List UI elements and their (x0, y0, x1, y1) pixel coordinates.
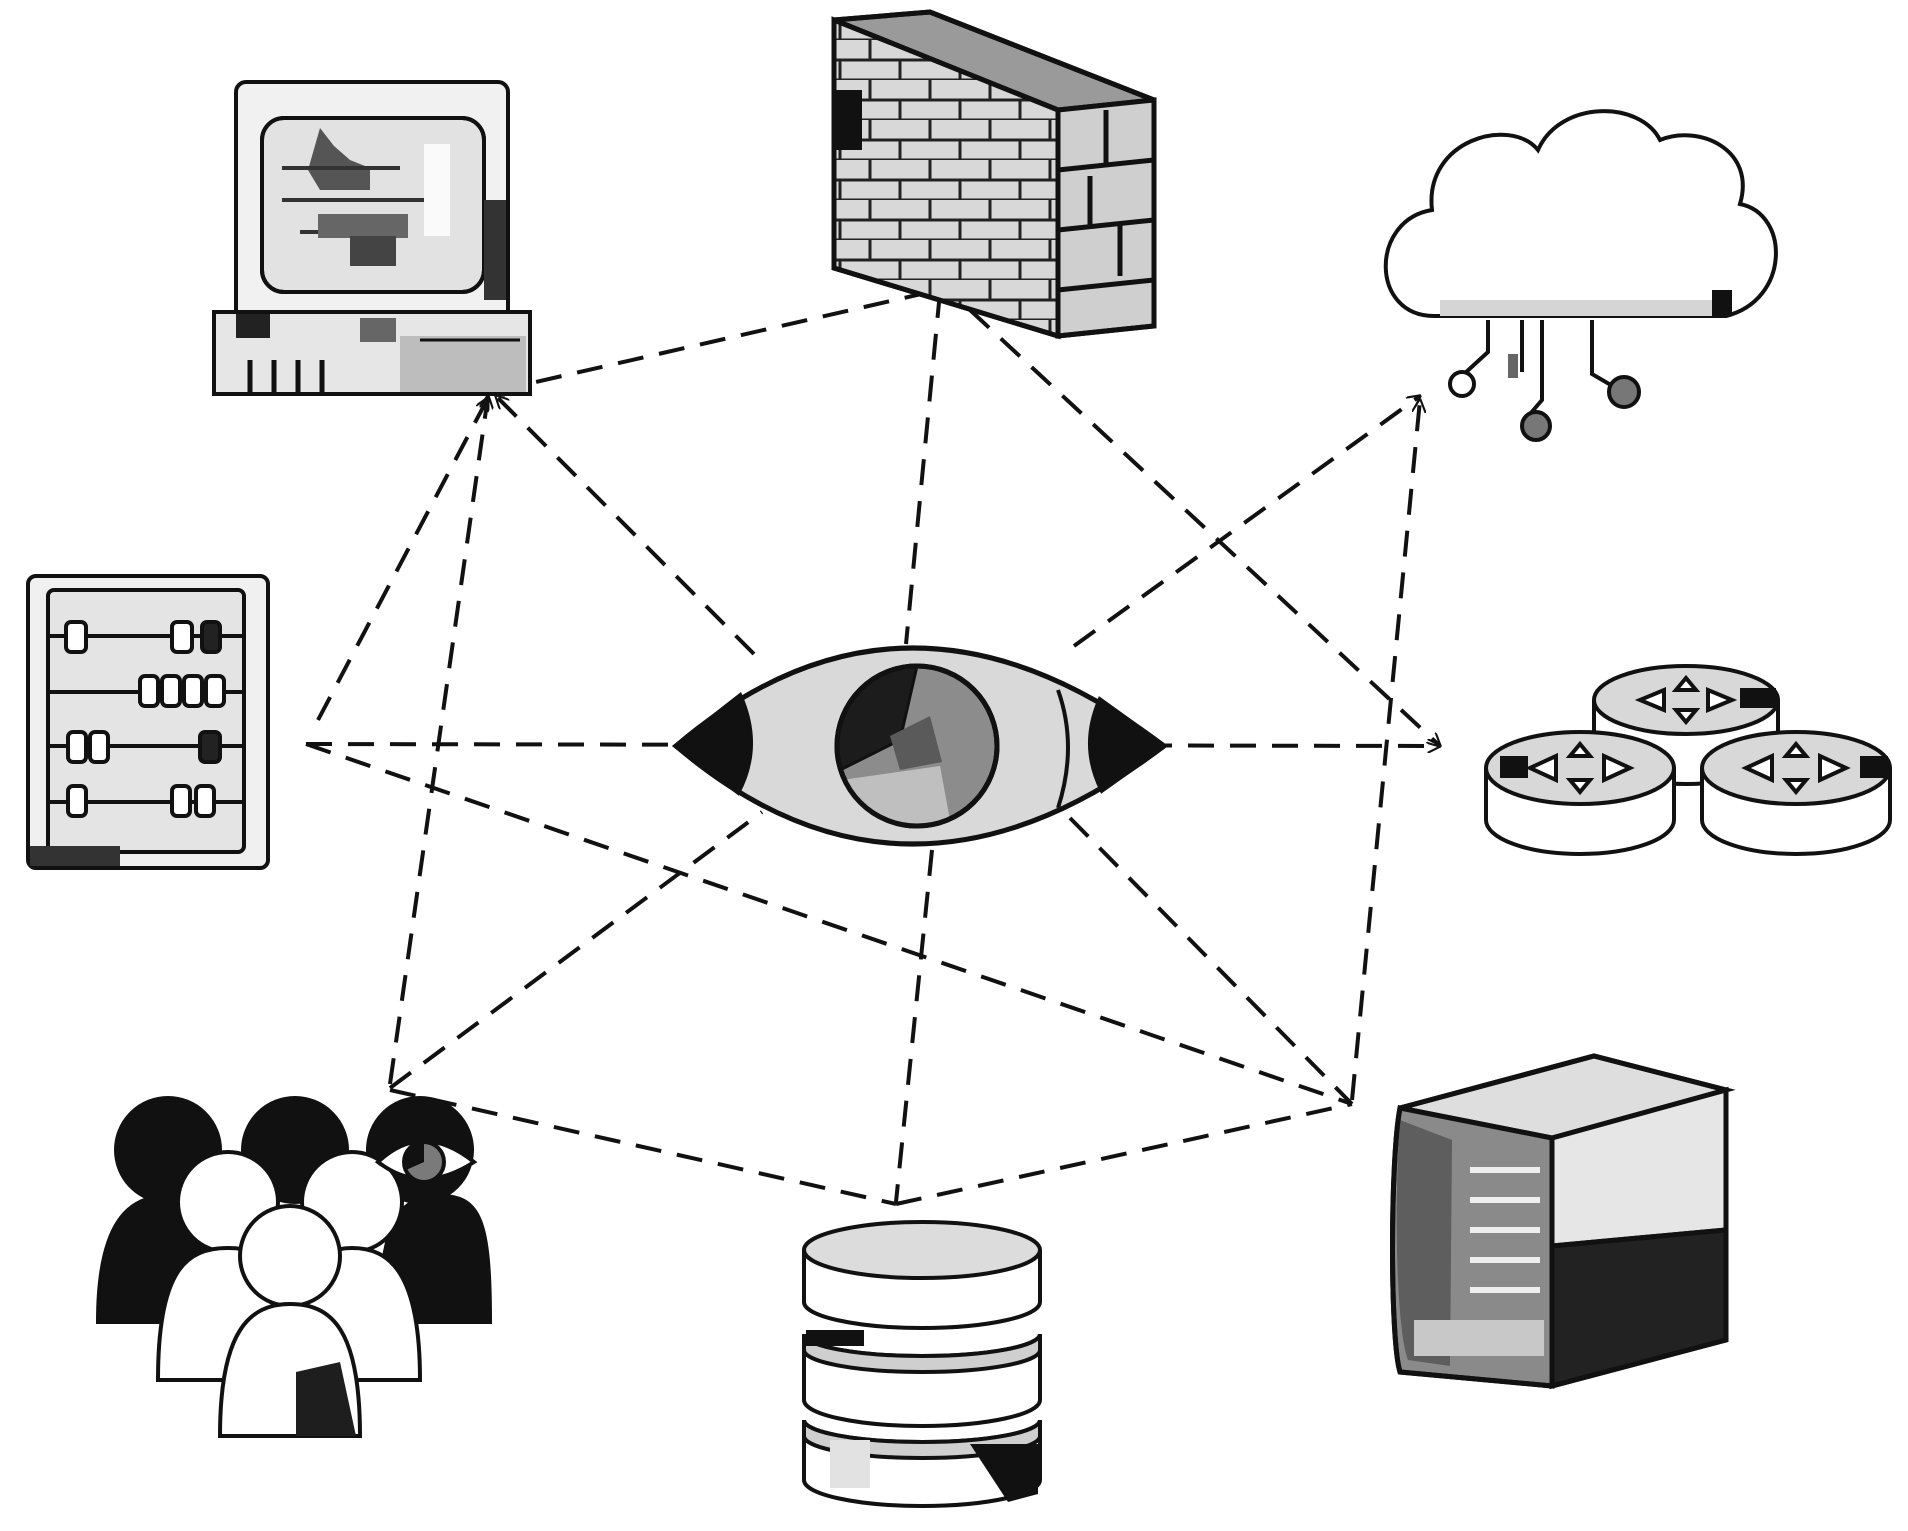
connection-eye-to-server (1068, 816, 1354, 1106)
router-right (1700, 730, 1892, 856)
connection-firewall-to-computer (492, 290, 931, 392)
equipment-rack-icon (26, 574, 270, 870)
small-eye-icon (374, 1139, 478, 1184)
desktop-computer-icon (212, 80, 532, 396)
cloud-network-icon (1383, 109, 1778, 442)
connection-firewall-to-eye (904, 291, 942, 645)
connection-eye-to-cloud (1072, 396, 1420, 648)
connection-eye-to-computer (496, 396, 756, 656)
connection-database-to-server (895, 1102, 1353, 1206)
connection-eye-to-database (894, 849, 934, 1203)
connection-server-to-cloud (1350, 400, 1420, 1101)
connection-users-to-computer (388, 396, 488, 1085)
connection-rack-to-server (305, 742, 1353, 1106)
connection-users-to-database (389, 1088, 897, 1206)
connection-users-to-eye (388, 810, 764, 1090)
server-tower-icon (1390, 1053, 1736, 1390)
database-cylinder-icon (802, 1220, 1042, 1508)
user-group-with-eye-icon (95, 1096, 493, 1438)
connection-rack-to-computer (316, 398, 490, 721)
connection-firewall-to-routers (968, 308, 1440, 746)
firewall-brick-wall-icon (831, 9, 1157, 340)
router-stack-icon (1484, 664, 1892, 856)
eye-icon (671, 645, 1169, 847)
router-left (1484, 730, 1676, 856)
